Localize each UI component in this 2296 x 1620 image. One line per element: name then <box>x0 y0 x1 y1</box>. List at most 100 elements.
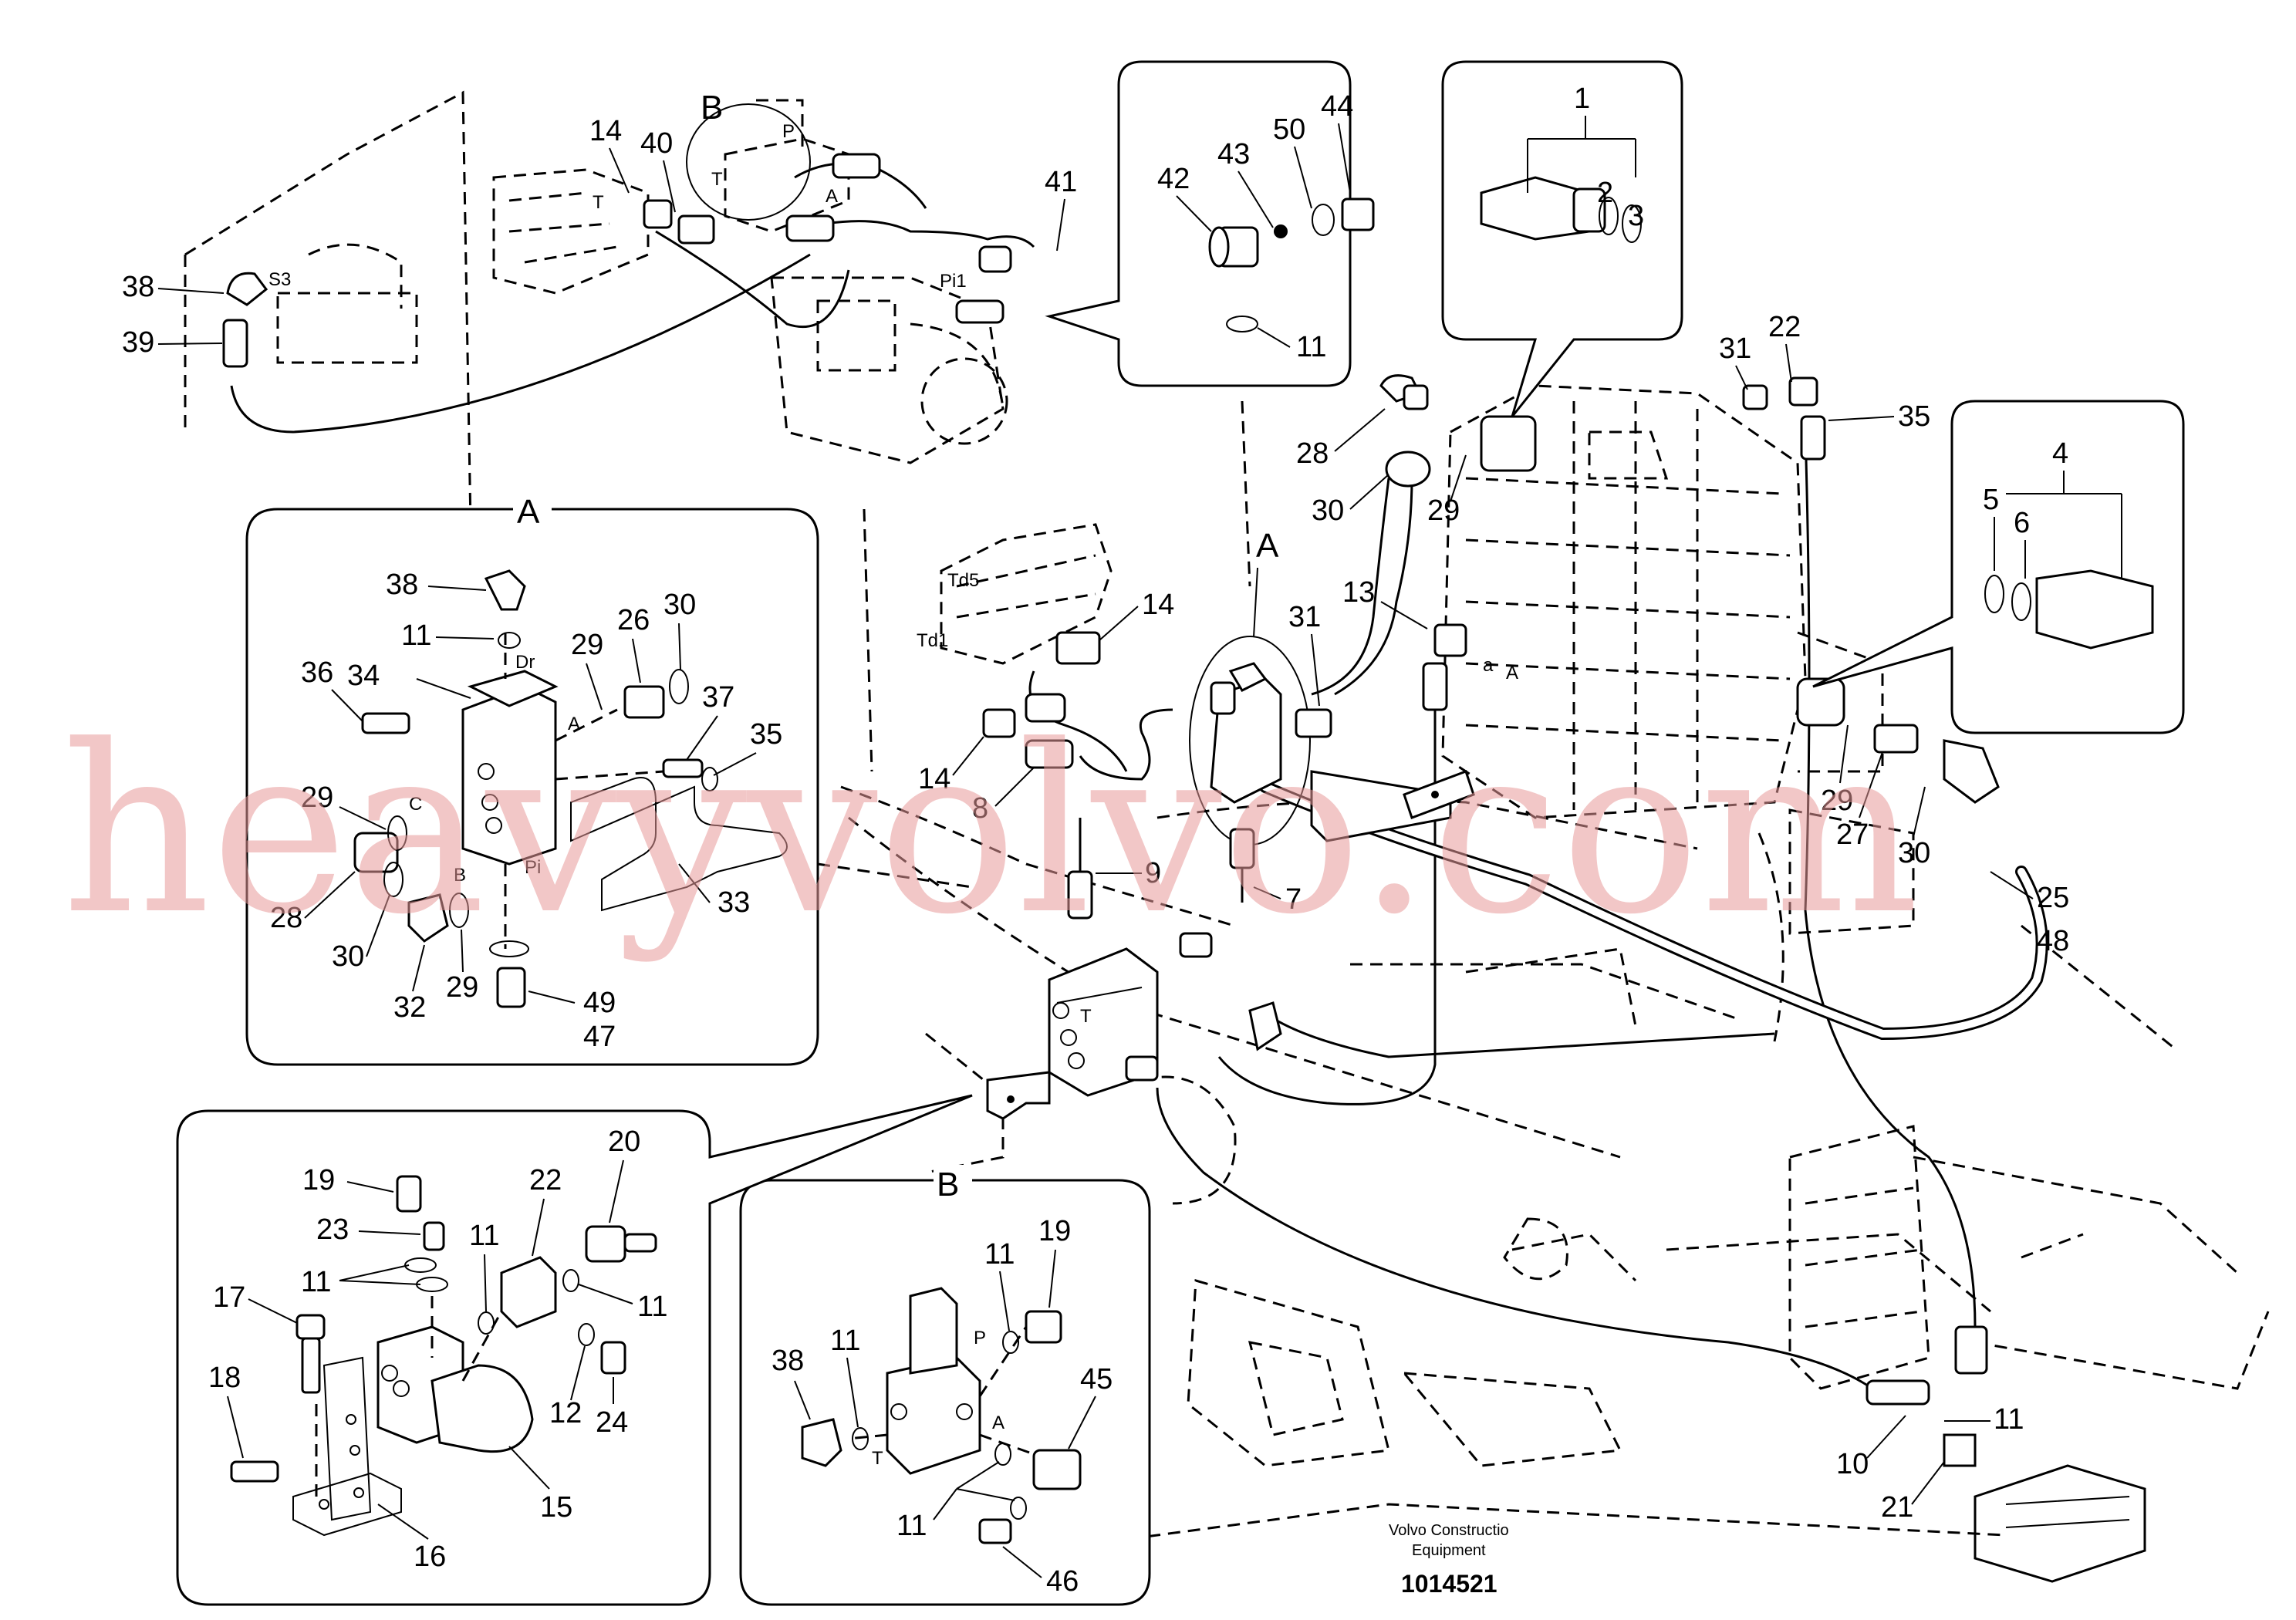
label-42: 42 <box>1157 163 1190 195</box>
label-46: 46 <box>1046 1565 1079 1598</box>
top-port-label-pi1: Pi1 <box>940 271 967 292</box>
label-5: 5 <box>1983 484 1999 516</box>
label-29-callout-a-mid: 29 <box>301 781 333 814</box>
label-36: 36 <box>301 656 333 689</box>
label-27: 27 <box>1836 818 1869 851</box>
label-40: 40 <box>640 127 673 160</box>
main-part-labels: 14 40 41 38 39 28 30 29 31 22 35 13 31 1… <box>122 115 2069 1524</box>
label-29-callout-a-top: 29 <box>571 629 603 661</box>
label-30-callout-a-top: 30 <box>663 589 696 621</box>
label-14-main-left: 14 <box>918 763 950 795</box>
label-50: 50 <box>1273 113 1305 146</box>
label-4: 4 <box>2052 437 2068 470</box>
main-fittings <box>222 153 2000 1467</box>
port-label-c: C <box>409 794 422 815</box>
label-29-main-top: 29 <box>1427 494 1460 527</box>
callout-box-solenoid: 20 19 22 23 11 11 11 17 18 12 24 15 16 <box>176 1094 973 1606</box>
label-28-main: 28 <box>1296 437 1329 470</box>
label-12: 12 <box>549 1397 582 1429</box>
label-44: 44 <box>1321 90 1353 123</box>
label-15: 15 <box>540 1491 572 1524</box>
top-port-label-t-right: T <box>593 192 604 213</box>
label-25: 25 <box>2037 882 2069 914</box>
port-label-td1: Td1 <box>917 630 948 651</box>
label-21: 21 <box>1881 1491 1913 1524</box>
td-block: Td5 Td1 <box>917 523 1113 665</box>
label-31-main-mid: 31 <box>1288 601 1321 633</box>
label-28-callout-a: 28 <box>270 902 302 934</box>
label-6: 6 <box>2014 507 2030 539</box>
port-label-td5: Td5 <box>947 570 979 591</box>
label-47: 47 <box>583 1021 616 1053</box>
port-label-main-lower-a: a <box>1483 655 1494 676</box>
label-38-callout-b: 38 <box>772 1345 804 1377</box>
label-22-callout-15: 22 <box>529 1164 562 1196</box>
label-30-callout-a-bottom: 30 <box>332 940 364 973</box>
label-19-callout-15: 19 <box>302 1164 335 1196</box>
label-26: 26 <box>617 604 650 636</box>
label-33: 33 <box>718 886 750 919</box>
port-label-pi: Pi <box>525 857 541 878</box>
top-port-label-p: P <box>782 121 795 142</box>
label-43: 43 <box>1217 138 1250 170</box>
port-label-dr: Dr <box>515 652 535 673</box>
top-callout-b-title: B <box>701 89 723 127</box>
lower-middle-block: T <box>986 947 1159 1120</box>
label-11-main-bottom: 11 <box>1994 1403 2024 1436</box>
label-18: 18 <box>208 1362 241 1394</box>
label-14-top: 14 <box>589 115 622 147</box>
label-17: 17 <box>213 1281 245 1314</box>
label-31-main-top: 31 <box>1719 332 1751 365</box>
port-label-callout-b-t: T <box>872 1448 883 1469</box>
label-13: 13 <box>1342 576 1375 609</box>
label-23: 23 <box>316 1213 349 1246</box>
label-32: 32 <box>393 991 426 1024</box>
label-45: 45 <box>1080 1363 1113 1396</box>
callout-box-1: 1 2 3 <box>1441 60 1683 417</box>
label-49: 49 <box>583 987 616 1019</box>
label-3: 3 <box>1628 200 1644 232</box>
watermark-text: heavyvolvo.com <box>62 696 1920 965</box>
top-valve-assembly <box>492 99 1008 464</box>
label-37-callout-a: 37 <box>702 681 734 714</box>
label-14-main-right: 14 <box>1142 589 1174 621</box>
hoses <box>230 162 2048 1398</box>
port-label-callout-b-p: P <box>974 1328 986 1348</box>
label-48: 48 <box>2037 925 2069 957</box>
footer-drawing-number: 1014521 <box>1401 1570 1497 1598</box>
main-control-valve <box>1441 384 1884 819</box>
label-38-callout-a: 38 <box>386 569 418 601</box>
label-10: 10 <box>1836 1448 1869 1480</box>
footer-company-line1: Volvo Constructio <box>1389 1522 1509 1539</box>
callout-box-a: A 38 11 26 30 29 36 34 <box>245 493 819 1066</box>
label-11-callout-15-right: 11 <box>637 1291 667 1323</box>
top-port-label-a: A <box>826 186 838 207</box>
label-11-callout-b-mid: 11 <box>830 1325 860 1357</box>
port-label-callout-a-b: B <box>454 865 466 886</box>
callout-b-title: B <box>937 1166 959 1203</box>
label-11-callout-fittings: 11 <box>1296 331 1326 363</box>
label-19-callout-b: 19 <box>1038 1215 1071 1247</box>
port-label-lower-t: T <box>1080 1006 1092 1027</box>
label-11-callout-15-mid: 11 <box>469 1220 499 1252</box>
port-label-main-a: A <box>1506 663 1518 683</box>
label-1: 1 <box>1574 83 1590 115</box>
label-22-main: 22 <box>1768 311 1801 343</box>
label-24: 24 <box>596 1406 628 1439</box>
main-callout-a-title: A <box>1256 527 1279 565</box>
lower-right-valve <box>1788 1125 2146 1583</box>
top-port-label-s3: S3 <box>268 269 291 290</box>
port-label-callout-b-a: A <box>992 1412 1004 1433</box>
label-39: 39 <box>122 326 154 359</box>
label-30-main-right: 30 <box>1898 837 1930 869</box>
label-35-main: 35 <box>1898 400 1930 433</box>
callout-a-title: A <box>517 493 540 531</box>
label-29-callout-a-bottom: 29 <box>446 971 478 1004</box>
label-35-callout-a: 35 <box>750 718 782 751</box>
label-38-main: 38 <box>122 271 154 303</box>
footer: Volvo Constructio Equipment 1014521 <box>1389 1522 1509 1598</box>
label-20: 20 <box>608 1126 640 1158</box>
label-11-callout-b-bottom: 11 <box>896 1510 927 1542</box>
label-7: 7 <box>1285 883 1302 916</box>
label-11-callout-15-left: 11 <box>301 1266 331 1298</box>
